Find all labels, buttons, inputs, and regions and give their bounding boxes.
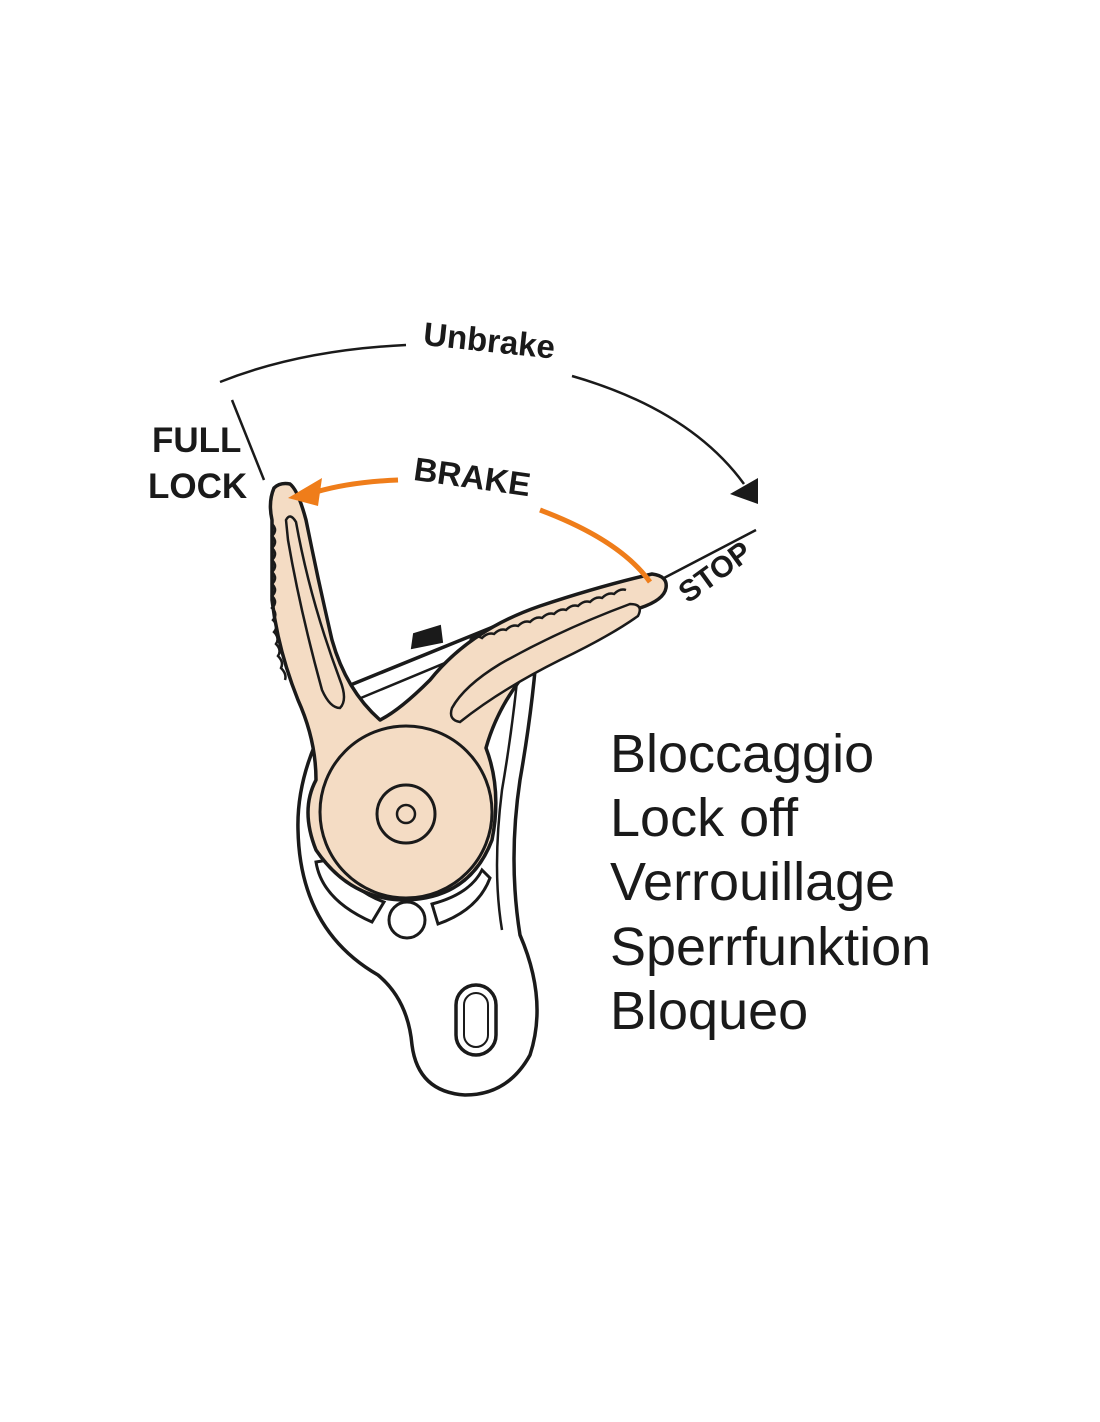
right-arm-slot bbox=[449, 602, 641, 724]
brake-arc-right bbox=[539, 507, 653, 584]
left-arm-ridges bbox=[270, 523, 287, 681]
stop-label: STOP bbox=[673, 535, 758, 609]
full-lock-label-line2: LOCK bbox=[148, 467, 247, 506]
translation-list: Bloccaggio Lock off Verrouillage Sperrfu… bbox=[610, 724, 931, 1041]
pivot-bolt-inner bbox=[395, 803, 417, 825]
unbrake-label: Unbrake bbox=[422, 315, 557, 366]
plate-tab bbox=[410, 624, 444, 650]
unbrake-arrow bbox=[219, 343, 758, 504]
full-lock-label-line1: FULL bbox=[152, 421, 241, 460]
stop-limit-line bbox=[663, 528, 757, 580]
unbrake-arc-right bbox=[571, 374, 746, 485]
brake-arrow bbox=[288, 477, 653, 584]
cam-wheel bbox=[318, 724, 494, 900]
brake-label: BRAKE bbox=[412, 450, 533, 503]
translation-fr: Verrouillage bbox=[610, 852, 895, 912]
brake-arrowhead-icon bbox=[288, 478, 322, 506]
translation-es: Bloqueo bbox=[610, 981, 808, 1041]
translation-it: Bloccaggio bbox=[610, 724, 874, 784]
full-lock-limit-line bbox=[230, 399, 266, 481]
brake-arc-left bbox=[315, 477, 399, 495]
translation-de: Sperrfunktion bbox=[610, 917, 931, 977]
right-arm-ridges bbox=[469, 588, 627, 641]
unbrake-arrowhead-icon bbox=[730, 478, 758, 504]
translation-en: Lock off bbox=[610, 788, 799, 848]
lower-slot-right bbox=[430, 867, 492, 926]
left-arm-slot bbox=[284, 515, 346, 710]
attachment-slot-inner bbox=[463, 992, 489, 1048]
handle bbox=[268, 481, 668, 902]
lower-rivet bbox=[387, 900, 427, 940]
attachment-slot bbox=[454, 983, 498, 1057]
unbrake-arc-left bbox=[219, 343, 407, 384]
